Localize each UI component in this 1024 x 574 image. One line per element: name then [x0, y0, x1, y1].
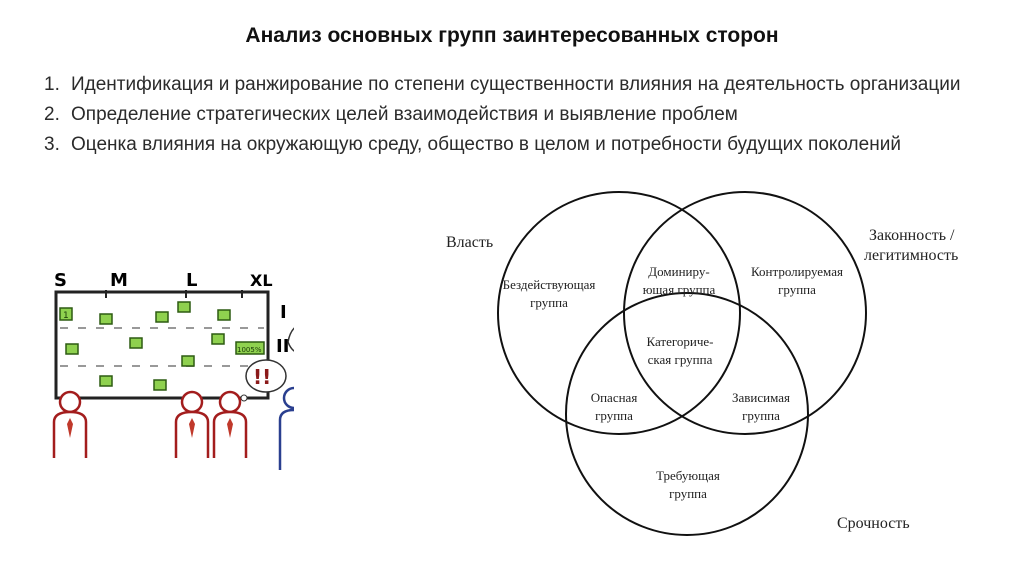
sticky-note: [59, 307, 73, 321]
size-label-xl: XL: [250, 271, 273, 290]
circle-legitimacy: [623, 191, 867, 435]
size-label-s: S: [54, 270, 67, 291]
row-label-2: II: [276, 336, 289, 357]
circle-power: [497, 191, 741, 435]
size-label-l: L: [186, 270, 197, 291]
list-item: 3. Оценка влияния на окружающую среду, о…: [44, 133, 974, 157]
analysis-steps-list: 1. Идентификация и ранжирование по степе…: [44, 73, 974, 163]
region-dangerous-line2: группа: [595, 408, 633, 423]
sticky-note-text: 1005%: [237, 346, 262, 354]
list-number: 2.: [44, 104, 60, 125]
thought-bubble: [287, 327, 294, 352]
list-text: Оценка влияния на окружающую среду, обще…: [71, 134, 901, 155]
list-text: Определение стратегических целей взаимод…: [71, 104, 738, 125]
thought-bubble: [245, 359, 287, 393]
region-dominant-line1: Доминиру-: [648, 264, 709, 279]
exclamation-marks: !!: [253, 365, 271, 389]
label-urgency: Срочность: [837, 515, 910, 532]
region-demanding-line2: группа: [669, 486, 707, 501]
list-number: 3.: [44, 134, 60, 155]
size-label-m: M: [110, 270, 128, 291]
sticky-note-text: 1: [63, 311, 69, 321]
list-number: 1.: [44, 74, 60, 95]
list-item: 1. Идентификация и ранжирование по степе…: [44, 73, 974, 97]
stakeholder-venn-diagram: Власть Законность / легитимность Срочнос…: [446, 191, 958, 536]
person-head: [58, 390, 82, 414]
region-dependent-line1: Зависимая: [732, 390, 790, 405]
region-dormant-line1: Бездействующая: [503, 277, 596, 292]
row-label-1: I: [280, 302, 287, 323]
region-discretionary-line1: Контролируемая: [751, 264, 843, 279]
stakeholders-illustration: S M L XL 1 1005% I II !! ??: [52, 270, 294, 470]
region-demanding-line1: Требующая: [656, 468, 720, 483]
circle-urgency: [565, 292, 809, 536]
list-item: 2. Определение стратегических целей взаи…: [44, 103, 974, 127]
person-head: [282, 386, 294, 410]
region-definitive-line1: Категориче-: [647, 334, 714, 349]
region-dormant-line2: группа: [530, 295, 568, 310]
region-dependent-line2: группа: [742, 408, 780, 423]
list-text: Идентификация и ранжирование по степени …: [71, 74, 961, 95]
region-dangerous-line1: Опасная: [591, 390, 638, 405]
region-definitive-line2: ская группа: [648, 352, 713, 367]
label-power: Власть: [446, 234, 493, 251]
label-legitimacy-line1: Законность /: [869, 227, 955, 244]
label-legitimacy-line2: легитимность: [864, 247, 958, 264]
slide-title: Анализ основных групп заинтересованных с…: [245, 24, 779, 47]
region-dominant-line2: ющая группа: [643, 282, 716, 297]
region-discretionary-line2: группа: [778, 282, 816, 297]
